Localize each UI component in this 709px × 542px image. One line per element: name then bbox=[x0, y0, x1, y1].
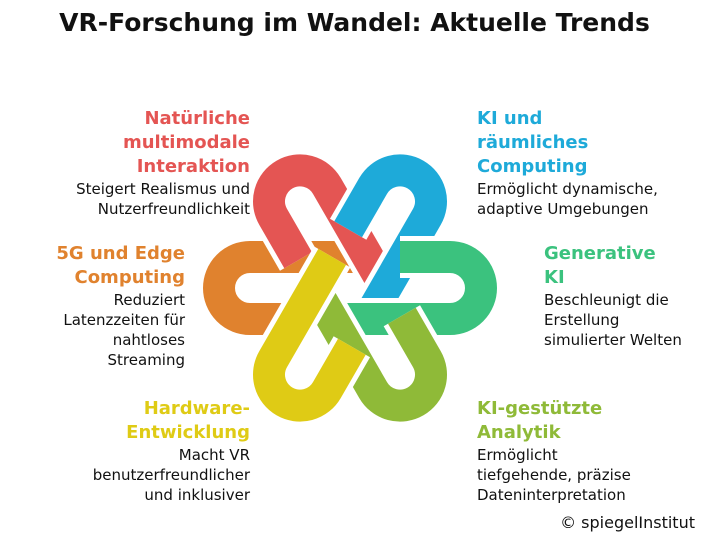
knot-loop bbox=[248, 149, 405, 299]
item-heading: Generative KI bbox=[544, 243, 656, 288]
item-text: Reduziert Latenzzeiten für nahtloses Str… bbox=[63, 291, 185, 369]
item-generative-ai: Generative KI Beschleunigt die Erstellun… bbox=[544, 242, 709, 350]
item-ai-spatial: KI und räumliches Computing Ermöglicht d… bbox=[477, 107, 677, 219]
knot-loop bbox=[295, 277, 452, 427]
item-text: Ermöglicht dynamische, adaptive Umgebung… bbox=[477, 180, 658, 218]
item-ai-analytics: KI-gestützte Analytik Ermöglicht tiefgeh… bbox=[477, 397, 677, 505]
knot-loop bbox=[332, 236, 502, 340]
item-natural-interaction: Natürliche multimodale Interaktion Steig… bbox=[30, 107, 250, 219]
item-text: Beschleunigt die Erstellung simulierter … bbox=[544, 291, 682, 349]
knot-loop bbox=[248, 246, 371, 427]
knot-loop bbox=[198, 236, 368, 340]
item-text: Steigert Realismus und Nutzerfreundlichk… bbox=[76, 180, 250, 218]
item-heading: KI-gestützte Analytik bbox=[477, 398, 603, 443]
page-title: VR-Forschung im Wandel: Aktuelle Trends bbox=[59, 8, 650, 37]
knot-loop bbox=[329, 149, 452, 330]
item-heading: Hardware-Entwicklung bbox=[126, 398, 250, 443]
item-hardware: Hardware-Entwicklung Macht VR benutzerfr… bbox=[40, 397, 250, 505]
item-text: Macht VR benutzerfreundlicher und inklus… bbox=[92, 446, 250, 504]
item-text: Ermöglicht tiefgehende, präzise Datenint… bbox=[477, 446, 631, 504]
item-heading: KI und räumliches Computing bbox=[477, 108, 589, 177]
item-heading: Natürliche multimodale Interaktion bbox=[122, 108, 250, 177]
copyright: © spiegelInstitut bbox=[560, 513, 695, 532]
item-5g-edge: 5G und Edge Computing Reduziert Latenzze… bbox=[0, 242, 185, 370]
item-heading: 5G und Edge Computing bbox=[56, 243, 185, 288]
